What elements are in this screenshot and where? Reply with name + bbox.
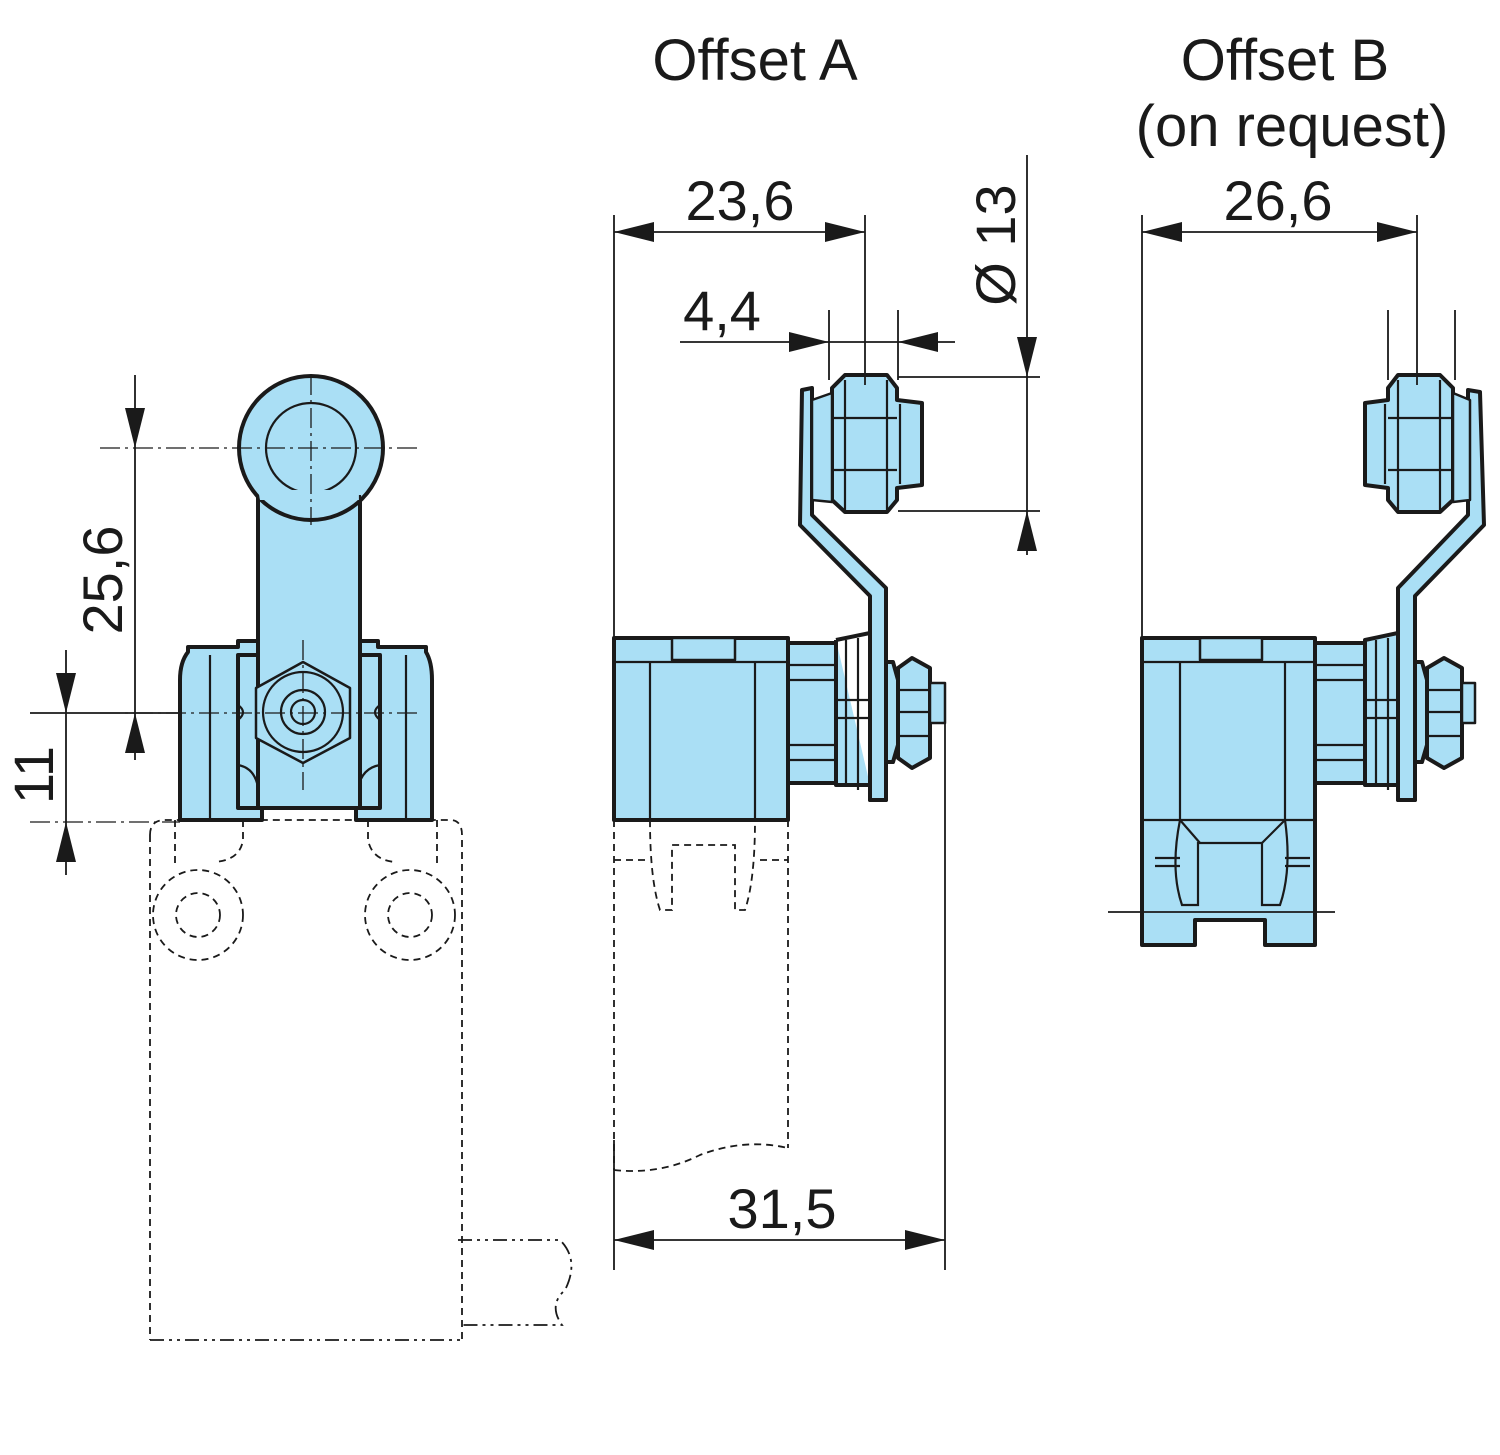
- offset-a-title: Offset A: [652, 28, 858, 93]
- offset-a-view: Offset A: [612, 28, 1040, 1270]
- offset-b-view: Offset B (on request): [1108, 28, 1486, 947]
- dim-11-label: 11: [2, 746, 65, 804]
- dim-offset-b-width: 26,6: [1142, 169, 1417, 242]
- dim-offset-a-width: 23,6: [614, 169, 865, 242]
- offset-a-body: [612, 636, 790, 822]
- dim-4-4-label: 4,4: [683, 279, 761, 342]
- dim-31-5-label: 31,5: [728, 1177, 837, 1240]
- dim-23-6-label: 23,6: [686, 169, 795, 232]
- dim-roller-axis-height: 25,6: [71, 375, 145, 760]
- dim-diameter-13-label: Ø 13: [964, 184, 1027, 305]
- dim-26-6-label: 26,6: [1224, 169, 1333, 232]
- front-switch-body-hidden: [149, 819, 573, 1341]
- dim-25-6-label: 25,6: [71, 526, 134, 635]
- dim-roller-diameter: Ø 13: [964, 155, 1037, 555]
- offset-b-roller: [1363, 373, 1455, 514]
- dim-roller-width: 4,4: [680, 279, 955, 352]
- offset-b-lever: [1396, 388, 1486, 802]
- front-view: 25,6 11: [2, 374, 573, 1341]
- offset-b-title: Offset B: [1181, 28, 1389, 93]
- dim-total-length: 31,5: [614, 1177, 945, 1250]
- dim-lever-pivot-height: 11: [2, 650, 76, 875]
- offset-b-body: [1140, 636, 1317, 947]
- offset-b-note: (on request): [1136, 94, 1449, 159]
